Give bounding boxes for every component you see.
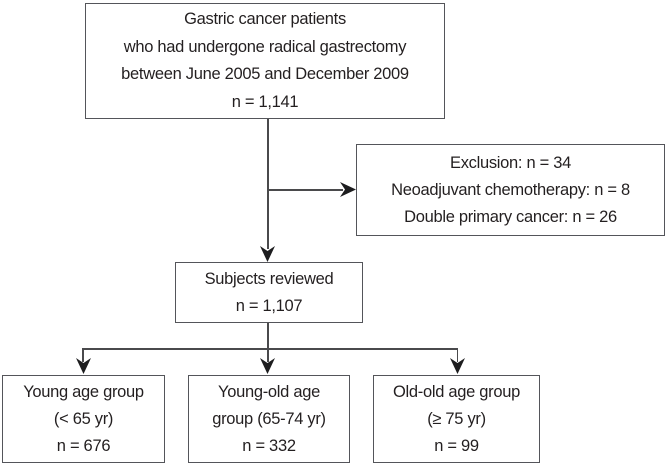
node-exclusion: Exclusion: n = 34 Neoadjuvant chemothera… — [356, 144, 665, 236]
connector-subjects-to-split — [267, 323, 269, 362]
node-text-line: Exclusion: n = 34 — [449, 153, 572, 172]
node-young-age-group: Young age group (< 65 yr) n = 676 — [2, 375, 165, 463]
node-text-line: Double primary cancer: n = 26 — [404, 207, 617, 226]
node-text-line: Young age group — [23, 382, 144, 401]
node-count: n = 99 — [434, 436, 479, 455]
connector-stem-old-old — [456, 348, 458, 362]
arrowhead-right-icon — [340, 182, 356, 197]
node-text-line: (< 65 yr) — [53, 409, 114, 428]
node-count: n = 676 — [56, 436, 111, 455]
connector-to-exclusion — [268, 189, 343, 191]
connector-split-bar — [82, 348, 458, 350]
node-text-line: (≥ 75 yr) — [427, 409, 486, 428]
node-text-line: Gastric cancer patients — [184, 10, 346, 28]
node-text-line: Neoadjuvant chemotherapy: n = 8 — [391, 180, 630, 199]
node-text-line: Young-old age — [218, 382, 320, 401]
node-text-line: Subjects reviewed — [204, 269, 334, 288]
node-count: n = 1,141 — [231, 92, 299, 111]
arrowhead-down-icon — [260, 358, 275, 374]
node-text-line: between June 2005 and December 2009 — [121, 65, 409, 83]
arrowhead-down-icon — [450, 358, 465, 374]
node-text-line: who had undergone radical gastrectomy — [123, 37, 407, 56]
node-subjects-reviewed: Subjects reviewed n = 1,107 — [175, 262, 363, 323]
node-count: n = 1,107 — [235, 296, 303, 315]
arrowhead-down-icon — [260, 246, 275, 262]
node-text-line: Old-old age group — [393, 382, 520, 401]
node-source-population: Gastric cancer patients who had undergon… — [85, 3, 445, 119]
connector-stem-young — [82, 348, 84, 362]
node-old-old-age-group: Old-old age group (≥ 75 yr) n = 99 — [373, 375, 540, 463]
node-young-old-age-group: Young-old age group (65-74 yr) n = 332 — [188, 375, 350, 463]
node-text-line: group (65-74 yr) — [212, 409, 326, 428]
arrowhead-down-icon — [76, 358, 91, 374]
node-count: n = 332 — [242, 436, 296, 455]
connector-source-to-subjects — [267, 119, 269, 249]
